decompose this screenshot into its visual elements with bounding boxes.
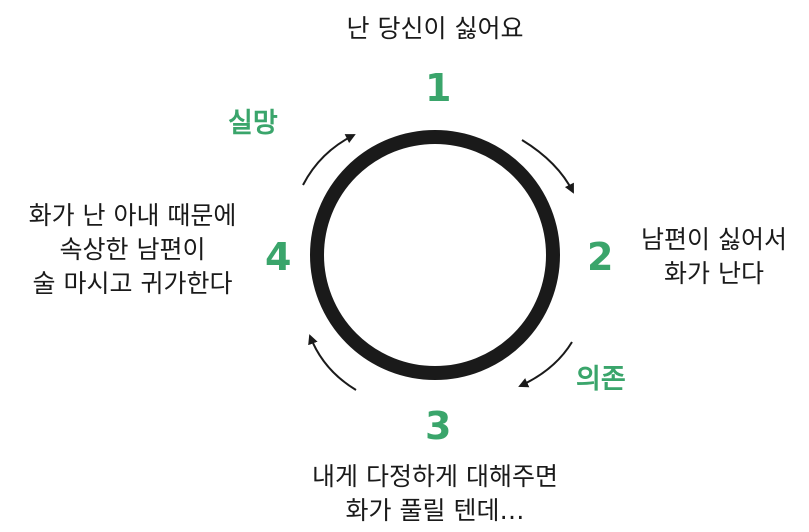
arrow-step1-to-step2	[521, 139, 574, 194]
step4-text-line: 화가 난 아내 때문에	[28, 201, 237, 230]
arrow-step2-to-step3	[518, 341, 573, 388]
step2-text-line: 남편이 싫어서	[641, 225, 787, 254]
step1-text: 난 당신이 싫어요	[346, 14, 524, 43]
step3-text-line: 내게 다정하게 대해주면	[312, 462, 558, 491]
label-dependence: 의존	[576, 364, 626, 395]
step4-text-line: 속상한 남편이	[59, 235, 206, 264]
step4-text: 화가 난 아내 때문에 속상한 남편이 술 마시고 귀가한다	[5, 199, 260, 301]
step4-number: 4	[265, 235, 292, 279]
label-disappointment: 실망	[228, 108, 278, 139]
cycle-ring	[310, 130, 560, 380]
step2-number: 2	[587, 235, 614, 279]
step3-text: 내게 다정하게 대해주면 화가 풀릴 텐데…	[265, 460, 605, 528]
arrow-step3-to-step4	[308, 334, 357, 391]
arrow-step4-to-step1	[302, 134, 356, 186]
step3-text-line: 화가 풀릴 텐데…	[345, 496, 525, 525]
step2-text-line: 화가 난다	[664, 259, 764, 288]
step3-number: 3	[425, 404, 452, 448]
step2-text: 남편이 싫어서 화가 난다	[625, 223, 803, 291]
step1-number: 1	[425, 66, 452, 110]
step4-text-line: 술 마시고 귀가한다	[32, 269, 233, 298]
